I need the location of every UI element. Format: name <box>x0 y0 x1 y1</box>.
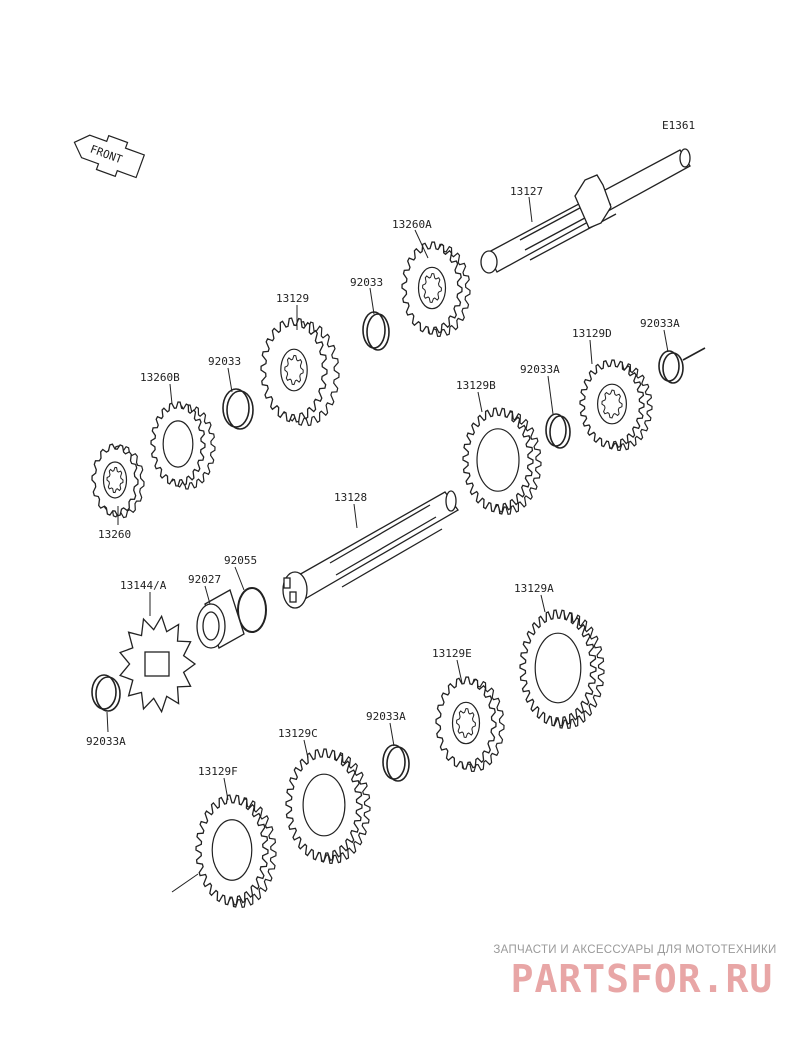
label-13129E: 13129E <box>432 647 472 660</box>
circlip-92033A-r <box>545 413 571 449</box>
bushing-92027 <box>196 589 245 649</box>
gear-13129F <box>195 794 277 908</box>
label-13129B: 13129B <box>456 379 496 392</box>
label-13129D: 13129D <box>572 327 612 340</box>
label-92033A-b: 92033A <box>366 710 406 723</box>
shaft-13128 <box>282 490 459 609</box>
circlip-92033A-l <box>91 674 121 712</box>
circlip-92033A-b <box>382 744 410 782</box>
label-92033A-r: 92033A <box>520 363 560 376</box>
gear-13260 <box>91 443 145 519</box>
label-13127: 13127 <box>510 185 543 198</box>
gear-13129 <box>260 317 340 427</box>
label-92033A-l: 92033A <box>86 735 126 748</box>
circlip-92033-top <box>362 311 390 351</box>
label-92033-mid: 92033 <box>208 355 241 368</box>
gear-13129B <box>462 407 542 515</box>
label-13260B: 13260B <box>140 371 180 384</box>
gears-group <box>91 241 653 908</box>
diagram-code: E1361 <box>662 119 695 132</box>
label-92055: 92055 <box>224 554 257 567</box>
label-13144A: 13144/A <box>120 579 167 592</box>
leader-lines <box>106 196 669 893</box>
gear-13260B <box>150 401 216 490</box>
partsfor-logo: PARTSFOR.RU <box>511 958 774 1001</box>
shaft-13127 <box>480 148 691 274</box>
label-13129F: 13129F <box>198 765 238 778</box>
watermark-logo-text: PARTSFOR.RU <box>511 958 774 1001</box>
gear-13129A <box>519 609 605 729</box>
label-13128: 13128 <box>334 491 367 504</box>
label-92027: 92027 <box>188 573 221 586</box>
gear-13129E <box>435 676 505 773</box>
part-labels: 13127 13260A 92033 13129 92033 13260B 13… <box>86 185 680 778</box>
label-13260A: 13260A <box>392 218 432 231</box>
watermark-tagline: ЗАПЧАСТИ И АКСЕССУАРЫ ДЛЯ МОТОТЕХНИКИ <box>493 944 777 956</box>
front-arrow: FRONT <box>73 134 146 179</box>
circlip-92033-mid <box>222 388 254 430</box>
label-92033A-tr: 92033A <box>640 317 680 330</box>
sprocket-13144A <box>119 614 197 714</box>
gear-13129C <box>285 748 371 865</box>
label-13260: 13260 <box>98 528 131 541</box>
label-13129C: 13129C <box>278 727 318 740</box>
gear-13129D <box>579 359 653 452</box>
label-92033-top: 92033 <box>350 276 383 289</box>
label-13129: 13129 <box>276 292 309 305</box>
circlip-92033A-tr <box>658 347 706 384</box>
gear-13260A <box>401 241 471 338</box>
label-13129A: 13129A <box>514 582 554 595</box>
o-ring-92055 <box>237 587 267 633</box>
